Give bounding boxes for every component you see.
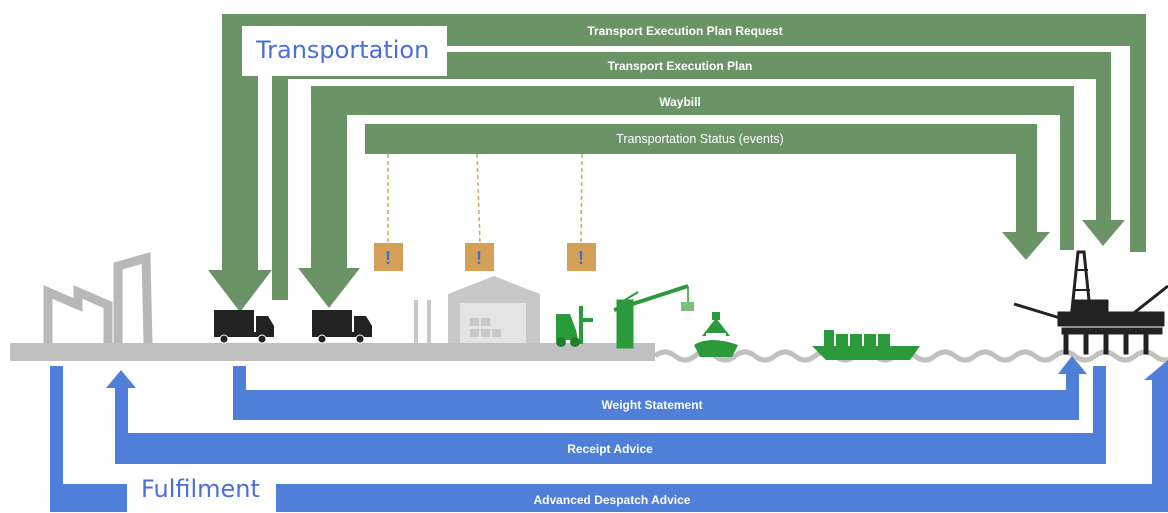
truck-icon [312,310,372,344]
oil-platform-icon [1013,250,1168,355]
flow-transportation-status: Transportation Status (events) [365,124,1050,260]
event-markers: ! ! ! [374,153,596,271]
flow-weight-statement: Weight Statement [233,356,1087,420]
label-advanced-despatch-advice: Advanced Despatch Advice [534,493,691,507]
ground [10,343,1168,363]
forklift-icon [556,306,593,347]
ship-icon [694,312,738,357]
alert-icon: ! [385,248,391,268]
label-transportation-status: Transportation Status (events) [616,132,784,146]
label-waybill: Waybill [659,95,701,109]
alert-icon: ! [578,248,584,268]
flow-waybill: Waybill [298,86,1074,308]
event-marker-2: ! [465,153,494,271]
container-ship-icon [812,330,920,360]
label-transport-execution-plan: Transport Execution Plan [608,59,753,73]
factory-icon [43,252,153,344]
transportation-section-title: Transportation [242,26,448,76]
flow-receipt-advice: Receipt Advice [106,366,1106,464]
alert-icon: ! [476,248,482,268]
label-transport-execution-plan-request: Transport Execution Plan Request [587,24,782,38]
truck-icon [214,310,274,344]
crane-icon [613,284,694,349]
label-weight-statement: Weight Statement [601,398,702,412]
fulfilment-section-title: Fulfilment [127,466,276,513]
label-receipt-advice: Receipt Advice [567,442,653,456]
event-marker-1: ! [374,154,403,271]
event-marker-3: ! [567,153,596,271]
warehouse-icon [414,276,540,343]
